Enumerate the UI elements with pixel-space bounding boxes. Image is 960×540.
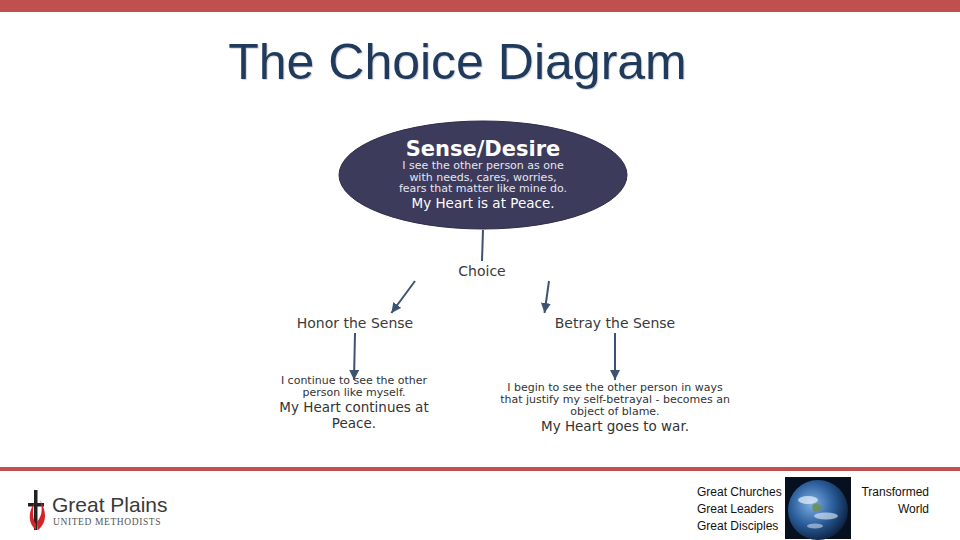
tagline-text: Great Disciples (697, 518, 797, 534)
outcome-text: I begin to see the other person in ways … (490, 380, 740, 435)
connector-arrow (391, 281, 415, 313)
earth-globe (788, 480, 848, 540)
connector-arrow (354, 333, 355, 380)
logo-subtitle: UNITED METHODISTS (53, 516, 223, 528)
tagline-text: Great Churches (697, 484, 797, 500)
cross-flame-logo (28, 490, 45, 530)
choice-node: Choice (415, 261, 549, 281)
earth-image (785, 477, 851, 540)
logo-flame (30, 503, 36, 530)
logo-flame (37, 500, 45, 530)
tagline-text: Great Leaders (697, 501, 797, 517)
node-body: I see the other person as one with needs… (397, 160, 569, 195)
earth-land (812, 503, 822, 511)
diagram-title: The Choice Diagram (150, 30, 765, 94)
outcome-text: I continue to see the other person like … (264, 380, 444, 425)
outcome-body: I continue to see the other person like … (273, 375, 435, 399)
outcome-statement: My Heart goes to war. (541, 418, 689, 434)
outcome-body: I begin to see the other person in ways … (497, 382, 733, 418)
earth-cloud (814, 513, 838, 520)
top-band (0, 0, 960, 12)
outcome-statement: My Heart continues at Peace. (264, 399, 444, 431)
connector-arrow (545, 281, 550, 313)
connector-arrow (614, 333, 616, 380)
ellipse-fill (339, 121, 627, 229)
bottom-rule (0, 467, 960, 471)
sense-ellipse: Sense/DesireI see the other person as on… (338, 120, 628, 230)
branch-label: Honor the Sense (297, 315, 413, 332)
logo-wordmark: Great Plains (52, 493, 222, 517)
tagline-text: Transformed World (856, 484, 929, 518)
node-statement: My Heart is at Peace. (412, 195, 555, 212)
connector-line (482, 230, 483, 261)
branch-label: Betray the Sense (555, 315, 675, 332)
earth-cloud (798, 496, 818, 504)
branch-heading: Honor the Sense (285, 313, 425, 333)
earth-background (785, 477, 851, 539)
choice-label: Choice (458, 263, 505, 280)
earth-cloud (807, 524, 823, 529)
node-heading: Sense/Desire (406, 138, 561, 160)
branch-heading: Betray the Sense (540, 313, 690, 333)
